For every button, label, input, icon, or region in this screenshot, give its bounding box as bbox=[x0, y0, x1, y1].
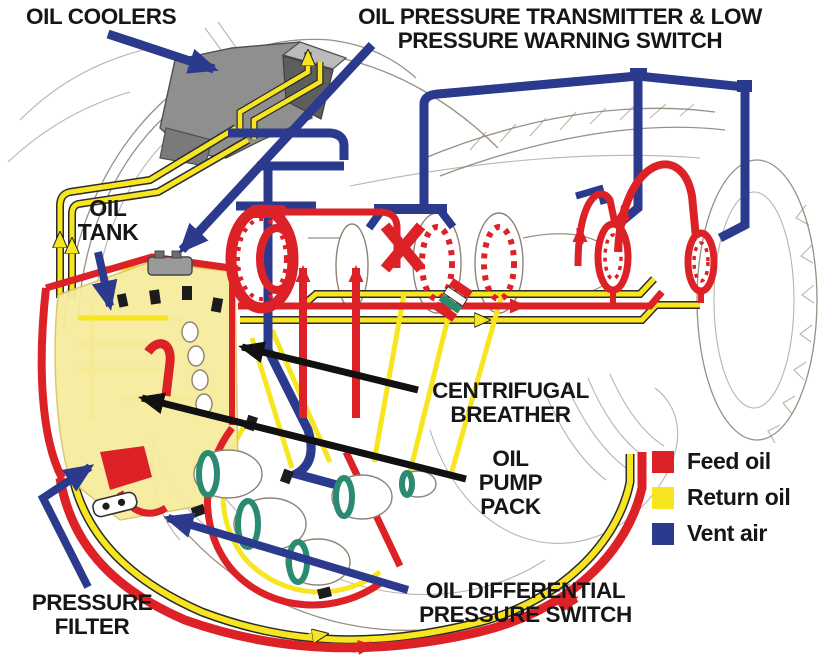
vent-air-swatch bbox=[652, 522, 674, 545]
diff-switch-arrow bbox=[163, 512, 410, 594]
transmitter-label: OIL PRESSURE TRANSMITTER & LOW PRESSURE … bbox=[358, 4, 762, 53]
oil-tank-unit bbox=[37, 253, 258, 521]
oil-pump-pack-label: OIL PUMP PACK bbox=[478, 446, 543, 519]
oil-coolers-label: OIL COOLERS bbox=[26, 4, 177, 29]
legend-label: Vent air bbox=[687, 520, 767, 546]
accessory-gearbox bbox=[193, 449, 437, 600]
pump-pack-arrow bbox=[138, 392, 467, 483]
legend: Feed oil Return oil Vent air bbox=[652, 448, 791, 558]
oil-differential-pressure-switch-unit bbox=[92, 491, 138, 518]
legend-label: Return oil bbox=[687, 484, 791, 510]
oil-tank-arrow bbox=[91, 251, 118, 311]
vent-air-pipes bbox=[228, 68, 752, 493]
oil-pressure-transmitter bbox=[147, 250, 193, 276]
return-oil-swatch bbox=[652, 486, 674, 509]
diff-pressure-switch-label: OIL DIFFERENTIAL PRESSURE SWITCH bbox=[419, 578, 632, 627]
feed-oil-swatch bbox=[652, 450, 674, 473]
legend-row-return-oil: Return oil bbox=[652, 484, 791, 510]
legend-row-feed-oil: Feed oil bbox=[652, 448, 790, 474]
legend-row-vent-air: Vent air bbox=[652, 520, 790, 546]
engine-sketch bbox=[7, 21, 818, 631]
legend-label: Feed oil bbox=[687, 448, 771, 474]
oil-tank-label: OIL TANK bbox=[77, 195, 139, 246]
oil-coolers-arrow bbox=[106, 29, 219, 74]
feed-oil-pipes bbox=[55, 160, 718, 655]
transmitter-arrow bbox=[178, 41, 376, 254]
callout-arrows bbox=[37, 29, 467, 594]
breather-arrow bbox=[238, 341, 419, 394]
pressure-filter-label: PRESSURE FILTER bbox=[31, 590, 153, 639]
pressure-filter-arrow bbox=[37, 463, 95, 589]
centrifugal-breather-label: CENTRIFUGAL BREATHER bbox=[432, 378, 589, 427]
